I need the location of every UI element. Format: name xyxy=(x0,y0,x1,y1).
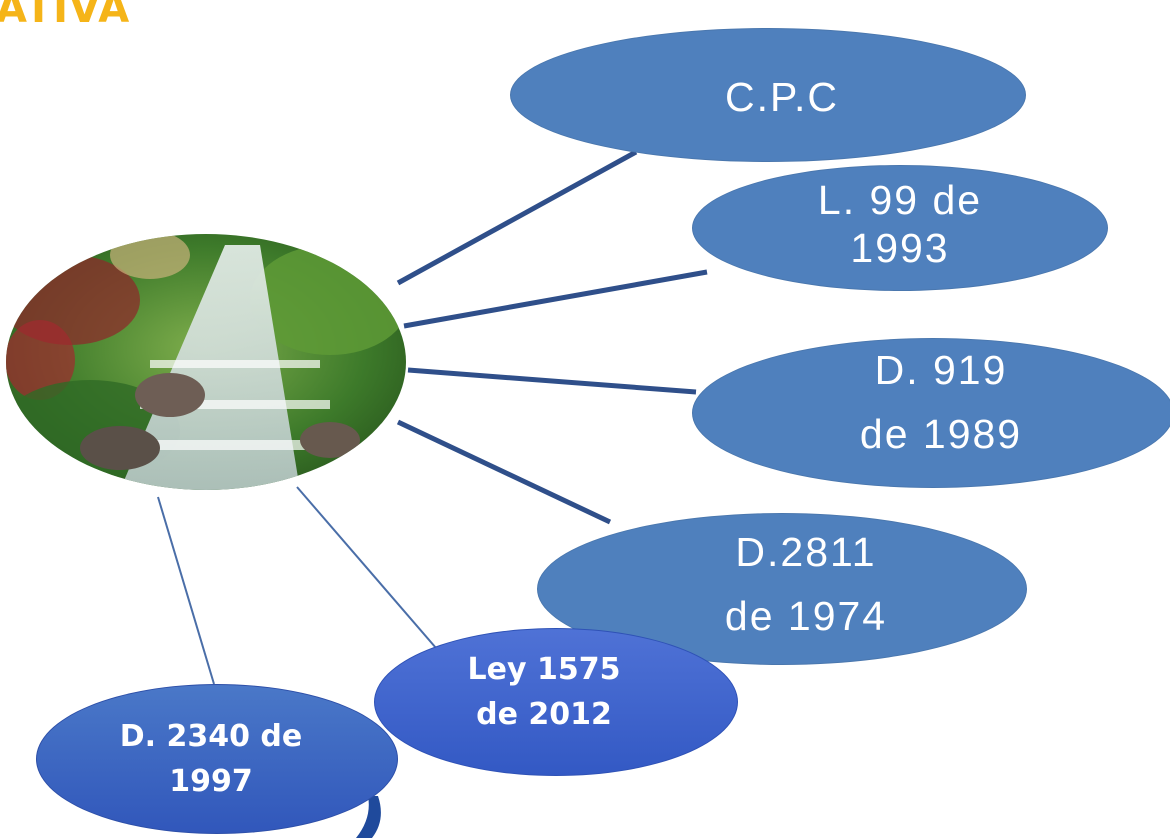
node-ley1575-2012: Ley 1575 de 2012 xyxy=(374,628,738,776)
node-d2340-1997: D. 2340 de 1997 xyxy=(36,684,398,834)
connector-d919 xyxy=(407,367,697,395)
connector-cpc xyxy=(396,149,638,286)
header-title-fragment: ATIVA xyxy=(0,0,131,32)
node-d2811-label: D.2811 de 1974 xyxy=(724,529,888,639)
node-l99-1993: L. 99 de 1993 xyxy=(692,165,1108,291)
node-l99-label: L. 99 de 1993 xyxy=(817,176,983,271)
connector-d2811 xyxy=(396,419,612,525)
decorative-arc xyxy=(356,796,381,838)
connector-l99 xyxy=(403,269,708,329)
connector-ley1575 xyxy=(296,486,437,649)
waterfall-garden-image xyxy=(6,234,406,490)
connector-d2340 xyxy=(157,496,215,685)
node-d2340-label: D. 2340 de 1997 xyxy=(119,719,303,799)
node-d919-label: D. 919 de 1989 xyxy=(859,347,1023,457)
node-ley1575-label: Ley 1575 de 2012 xyxy=(467,652,621,732)
node-cpc: C.P.C xyxy=(510,28,1026,162)
node-cpc-label: C.P.C xyxy=(724,73,840,120)
node-d919-1989: D. 919 de 1989 xyxy=(692,338,1170,488)
